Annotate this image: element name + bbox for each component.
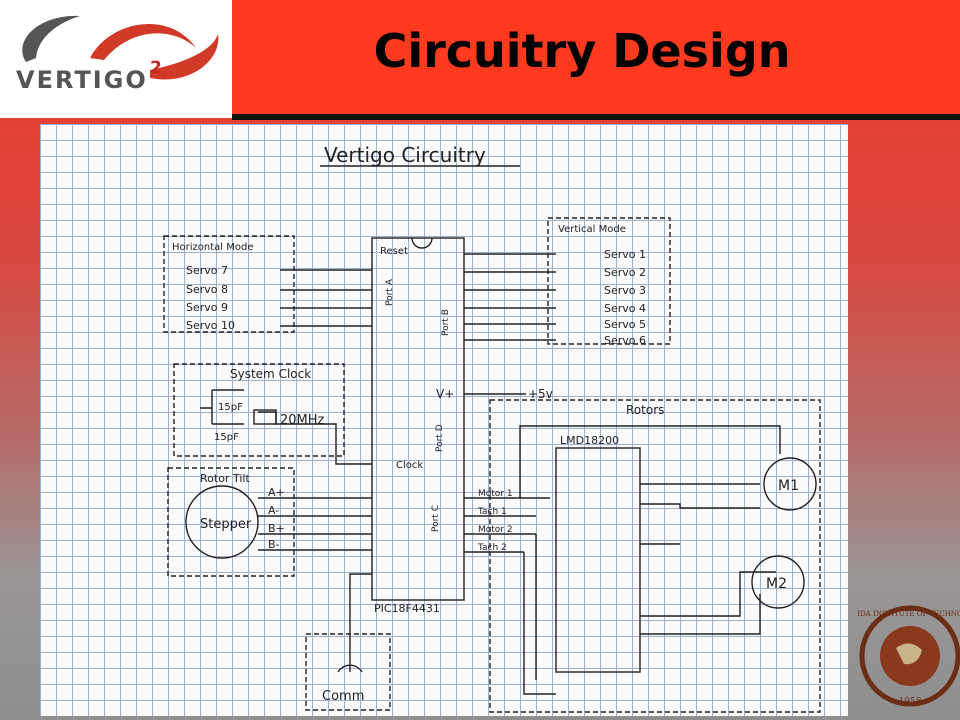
m1-label: M1 <box>778 478 799 494</box>
pin-b-minus: B- <box>268 538 280 551</box>
circuit-diagram: Vertigo Circuitry Horizontal Mode Servo … <box>163 143 821 713</box>
vplus-label: V+ <box>436 387 454 401</box>
pic-chip <box>371 237 465 601</box>
rotor-tilt-box <box>167 467 295 577</box>
horizontal-mode-box <box>163 235 295 333</box>
seal-text: FLORIDA INSTITUTE OF TECHNOLOGY <box>858 610 960 618</box>
pin-a-plus: A+ <box>268 486 285 499</box>
diagram-title: Vertigo Circuitry <box>324 143 486 167</box>
header-divider <box>232 114 960 120</box>
tach2-signal: Tach 2 <box>477 543 507 553</box>
pin-b-plus: B+ <box>268 522 285 535</box>
slide-header: VERTIGO 2 Circuitry Design <box>0 0 960 118</box>
logo-swoosh-icon <box>22 15 219 80</box>
circuit-sketch: Vertigo Circuitry Horizontal Mode Servo … <box>40 124 848 716</box>
tach1-signal: Tach 1 <box>477 507 507 517</box>
servo-1-label: Servo 1 <box>604 248 646 261</box>
comm-box <box>305 633 391 711</box>
port-c-label: Port C <box>431 505 441 532</box>
horizontal-mode-title: Horizontal Mode <box>172 242 253 253</box>
servo-10-label: Servo 10 <box>186 319 235 332</box>
vertical-mode-box <box>547 217 671 345</box>
motor-m2 <box>751 555 805 609</box>
servo-5-label: Servo 5 <box>604 318 646 331</box>
servo-4-label: Servo 4 <box>604 302 646 315</box>
stepper-label: Stepper <box>200 517 252 532</box>
servo-9-label: Servo 9 <box>186 301 228 314</box>
logo-superscript: 2 <box>150 58 162 78</box>
m2-label: M2 <box>766 576 787 592</box>
reset-label: Reset <box>380 246 408 257</box>
crystal-symbol <box>253 409 277 425</box>
system-clock-box <box>173 363 345 457</box>
university-seal: FLORIDA INSTITUTE OF TECHNOLOGY 1958 <box>858 605 960 707</box>
system-clock-title: System Clock <box>230 367 311 381</box>
driver-label: LMD18200 <box>560 434 619 447</box>
motor-m1 <box>763 457 817 511</box>
cap2-label: 15pF <box>214 432 239 443</box>
vertigo-logo: VERTIGO 2 <box>0 0 232 118</box>
logo-text: VERTIGO <box>16 66 148 94</box>
port-d-label: Port D <box>435 424 445 452</box>
servo-7-label: Servo 7 <box>186 264 228 277</box>
rotor-tilt-title: Rotor Tilt <box>200 472 250 485</box>
supply-label: +5v <box>528 387 553 401</box>
port-b-label: Port B <box>441 309 451 336</box>
rotors-title: Rotors <box>626 403 664 417</box>
servo-6-label: Servo 6 <box>604 334 646 347</box>
comm-label: Comm <box>322 689 364 704</box>
motor2-signal: Motor 2 <box>478 525 513 535</box>
seal-year: 1958 <box>899 697 922 707</box>
lmd18200-chip <box>555 447 641 673</box>
servo-2-label: Servo 2 <box>604 266 646 279</box>
servo-3-label: Servo 3 <box>604 284 646 297</box>
servo-8-label: Servo 8 <box>186 283 228 296</box>
crystal-label: 20MHz <box>280 413 325 428</box>
cap1-label: 15pF <box>218 402 243 413</box>
vertical-mode-title: Vertical Mode <box>558 224 626 235</box>
chip-name: PIC18F4431 <box>374 602 440 615</box>
port-a-label: Port A <box>385 278 395 306</box>
slide-title: Circuitry Design <box>373 24 791 78</box>
clock-label: Clock <box>396 460 423 471</box>
stepper-motor <box>185 485 259 559</box>
motor1-signal: Motor 1 <box>478 489 513 499</box>
pin-a-minus: A- <box>268 504 279 517</box>
rotors-box <box>489 399 821 713</box>
